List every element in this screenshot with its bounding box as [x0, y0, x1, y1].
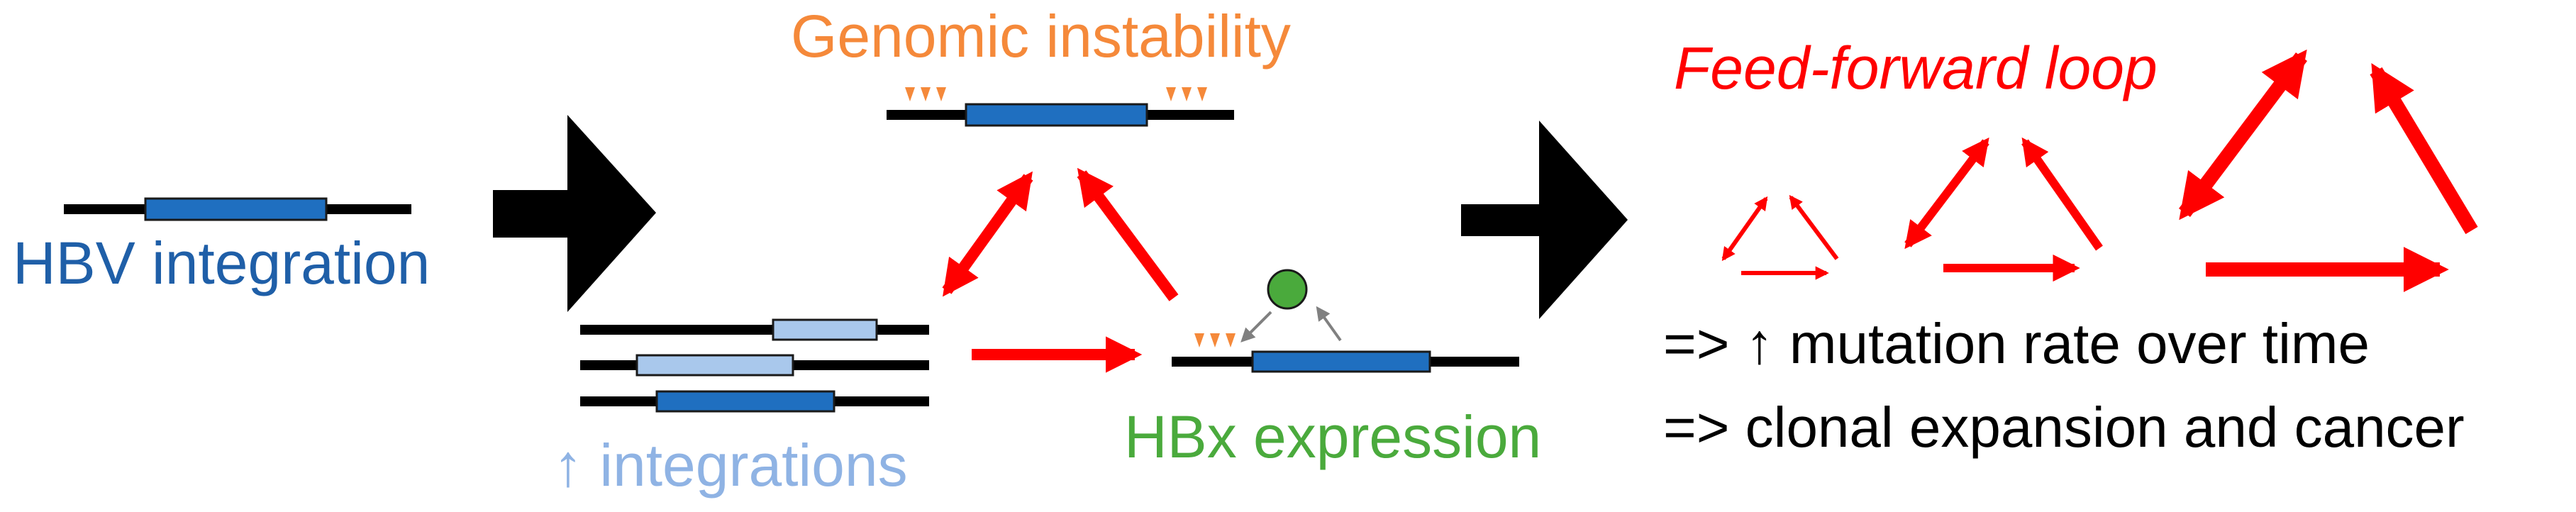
hbv-integration-panel: HBV integration — [13, 197, 430, 296]
expression-arrow-icon — [1316, 306, 1342, 342]
hbv-dna-segment-light — [635, 354, 794, 377]
hbv-dna-segment-light — [772, 318, 878, 341]
mutation-rate-statement: => ↑ mutation rate over time — [1663, 312, 2370, 375]
big-black-arrow-icon — [1461, 121, 1628, 319]
hbv-dna-segment — [965, 103, 1148, 127]
bidirectional-arrow-icon — [942, 171, 1033, 297]
mutation-marks — [1194, 333, 1236, 347]
bidirectional-arrow-icon — [1904, 137, 1989, 250]
loop-arrow-icon — [2021, 137, 2103, 251]
genomic-instability-node: Genomic instability — [791, 3, 1291, 127]
bidirectional-arrow-icon — [2179, 49, 2307, 221]
loop-arrow-icon — [1789, 194, 1839, 260]
mutation-marks-right — [1166, 87, 1207, 101]
big-black-arrow-icon — [493, 115, 656, 312]
induces-mutation-arrow-icon — [1240, 311, 1272, 343]
hbx-expression-label: HBx expression — [1124, 404, 1541, 470]
integrations-label: ↑ integrations — [553, 432, 908, 499]
hbv-dna-segment — [144, 197, 328, 221]
hbv-dna-segment — [655, 390, 835, 413]
integrations-node: ↑ integrations — [553, 318, 929, 499]
hbx-protein-icon — [1267, 269, 1308, 310]
feed-forward-loop-title: Feed-forward loop — [1674, 35, 2158, 101]
mutation-marks-left — [905, 87, 946, 101]
loop-triangle-small — [1721, 194, 1839, 280]
hbx-to-instability-arrow-icon — [1077, 167, 1179, 301]
loop-triangle-medium — [1904, 137, 2103, 282]
hbx-expression-node: HBx expression — [1124, 269, 1541, 470]
loop-triangle-large — [2179, 49, 2478, 293]
hbv-integration-label: HBV integration — [13, 230, 430, 296]
clonal-expansion-statement: => clonal expansion and cancer — [1663, 396, 2465, 459]
loop-arrow-icon — [2370, 63, 2478, 235]
hbv-dna-segment — [1251, 350, 1431, 373]
bidirectional-arrow-icon — [1721, 196, 1768, 262]
feedback-triangle-arrows — [942, 167, 1179, 373]
genomic-instability-label: Genomic instability — [791, 3, 1291, 69]
